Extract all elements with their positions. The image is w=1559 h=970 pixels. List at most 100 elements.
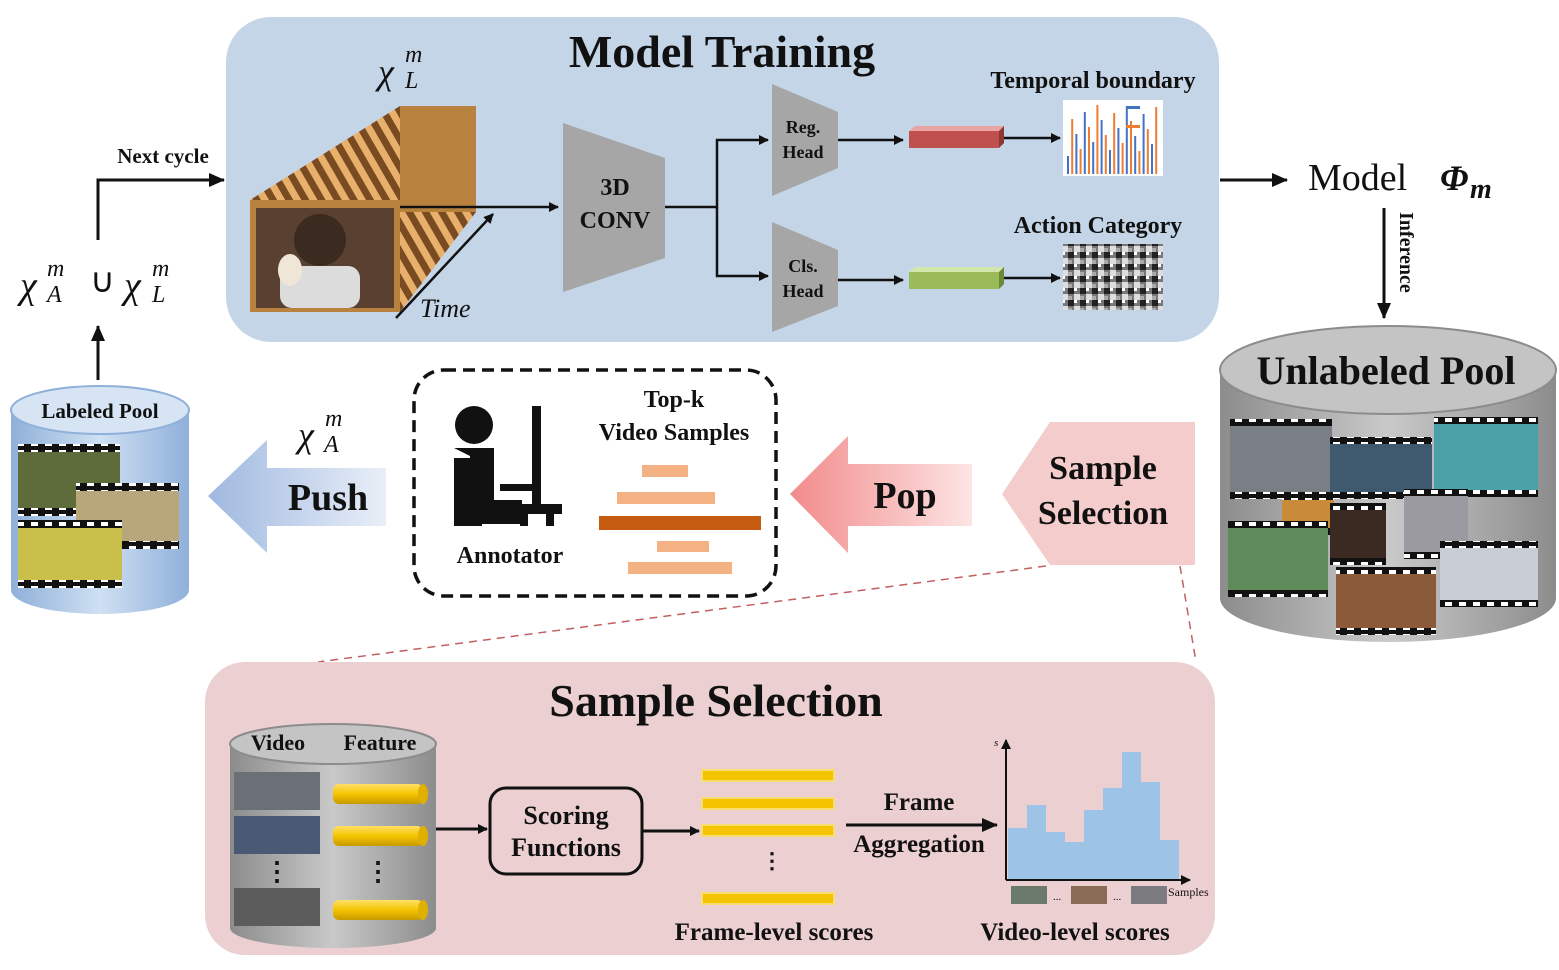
svg-text:⋮: ⋮ <box>365 857 391 886</box>
histogram-bar <box>1122 752 1141 880</box>
svg-text:Reg.: Reg. <box>786 117 821 137</box>
axis-samples-label: Samples <box>1168 885 1209 899</box>
svg-text:χ: χ <box>120 265 142 307</box>
labeled-pool-label: Labeled Pool <box>41 399 158 423</box>
feature-bar <box>333 900 428 920</box>
svg-text:Head: Head <box>782 142 823 162</box>
push-set-symbol: χ m A <box>295 406 342 458</box>
frame-level-scores-label: Frame-level scores <box>675 919 874 946</box>
feature-bar <box>333 784 428 804</box>
video-level-histogram: s Samples ... ... <box>994 737 1209 904</box>
sample-selection-title: Sample Selection <box>549 675 882 726</box>
histogram-bar <box>1141 782 1160 880</box>
svg-text:χ: χ <box>295 415 315 455</box>
temporal-boundary-label: Temporal boundary <box>990 68 1195 94</box>
push-arrow: Push <box>208 440 386 553</box>
svg-text:A: A <box>45 282 62 308</box>
video-thumbnail <box>1330 444 1432 492</box>
topk-label-line2: Video Samples <box>599 420 749 446</box>
svg-text:3D: 3D <box>600 175 629 201</box>
zoom-line-right <box>1179 565 1197 663</box>
video-feature-db: Video Feature ⋮ ⋮ <box>229 723 437 948</box>
svg-text:L: L <box>151 282 165 308</box>
svg-text:Sample: Sample <box>1049 450 1157 487</box>
axis-s-label: s <box>994 737 998 749</box>
cls-feature-bar <box>909 267 1004 289</box>
labeled-set-symbol: χ m L <box>375 42 422 94</box>
conv-to-reg-arrow <box>665 135 769 209</box>
svg-text:Cls.: Cls. <box>788 256 818 276</box>
histogram-bar <box>1084 810 1103 880</box>
histogram-bar <box>1008 828 1027 880</box>
reg-feature-bar <box>909 126 1004 148</box>
svg-text:Scoring: Scoring <box>523 801 608 830</box>
sample-selection-node[interactable]: Sample Selection <box>1002 422 1195 565</box>
histogram-bar <box>1065 842 1084 880</box>
svg-text:m: m <box>405 42 422 68</box>
feature-bar <box>333 826 428 846</box>
push-label: Push <box>288 477 368 519</box>
svg-text:...: ... <box>1053 891 1062 903</box>
time-label: Time <box>420 294 471 323</box>
person-face-thumbnail <box>294 214 346 266</box>
svg-text:Model: Model <box>1308 157 1407 199</box>
annotator-box: Annotator Top-k Video Samples <box>412 368 778 598</box>
topk-bars <box>599 465 761 574</box>
action-category-map <box>1063 244 1163 310</box>
annotator-icon <box>454 406 562 526</box>
svg-text:∪: ∪ <box>90 263 115 300</box>
pop-label: Pop <box>873 475 936 517</box>
svg-text:A: A <box>322 432 339 458</box>
model-phi-label: Model Φ m <box>1308 157 1492 205</box>
union-set-symbol: χ m A ∪ χ m L <box>16 256 169 308</box>
histogram-bar <box>1103 788 1122 880</box>
video-thumbnail <box>1336 574 1436 628</box>
svg-text:Φ: Φ <box>1440 158 1468 198</box>
svg-text:m: m <box>152 256 169 282</box>
svg-text:Functions: Functions <box>511 833 621 862</box>
model-training-panel: Model Training χ m L Time 3D CONV <box>226 17 1219 342</box>
svg-text:m: m <box>1470 174 1492 205</box>
next-cycle-label: Next cycle <box>117 144 209 168</box>
video-thumbnail <box>1330 510 1386 558</box>
svg-text:χ: χ <box>375 52 395 92</box>
svg-text:CONV: CONV <box>580 208 651 234</box>
annotator-label: Annotator <box>457 543 564 569</box>
unlabeled-pool-label: Unlabeled Pool <box>1257 348 1516 393</box>
video-thumbnail <box>1230 426 1332 492</box>
frame-level-score-bars: ⋮ <box>701 769 835 905</box>
svg-text:...: ... <box>1113 891 1122 903</box>
video-clip-stack <box>250 106 476 312</box>
video-column-label: Video <box>251 730 305 755</box>
pop-arrow: Pop <box>790 436 972 553</box>
cls-head: Cls. Head <box>772 222 838 332</box>
topk-label-line1: Top-k <box>644 387 705 413</box>
video-thumbnail <box>1440 548 1538 600</box>
svg-text:⋮: ⋮ <box>761 848 783 873</box>
zoom-line-left <box>317 565 1047 663</box>
histogram-bar <box>1160 840 1179 880</box>
histogram-bar <box>1027 805 1046 880</box>
svg-text:Head: Head <box>782 281 823 301</box>
next-cycle-arrow <box>96 173 225 240</box>
histogram-bar <box>1046 832 1065 880</box>
svg-text:Selection: Selection <box>1038 495 1168 532</box>
conv-to-cls-arrow <box>715 207 769 281</box>
video-thumbnail <box>1434 424 1538 490</box>
svg-text:L: L <box>404 68 418 94</box>
model-training-title: Model Training <box>569 26 875 77</box>
aggregation-label-line1: Frame <box>884 789 955 816</box>
svg-text:χ: χ <box>16 265 38 307</box>
action-category-label: Action Category <box>1014 213 1183 239</box>
svg-text:m: m <box>325 406 342 432</box>
unlabeled-pool: Unlabeled Pool <box>1219 325 1557 642</box>
aggregation-label-line2: Aggregation <box>853 831 985 858</box>
temporal-boundary-plot <box>1063 100 1163 176</box>
reg-head: Reg. Head <box>772 84 838 196</box>
inference-label: Inference <box>1395 212 1417 293</box>
labeled-pool: Labeled Pool <box>10 385 190 614</box>
sample-selection-panel: Sample Selection Video Feature ⋮ ⋮ <box>205 662 1215 955</box>
feature-column-label: Feature <box>344 730 417 755</box>
svg-text:⋮: ⋮ <box>264 857 290 886</box>
